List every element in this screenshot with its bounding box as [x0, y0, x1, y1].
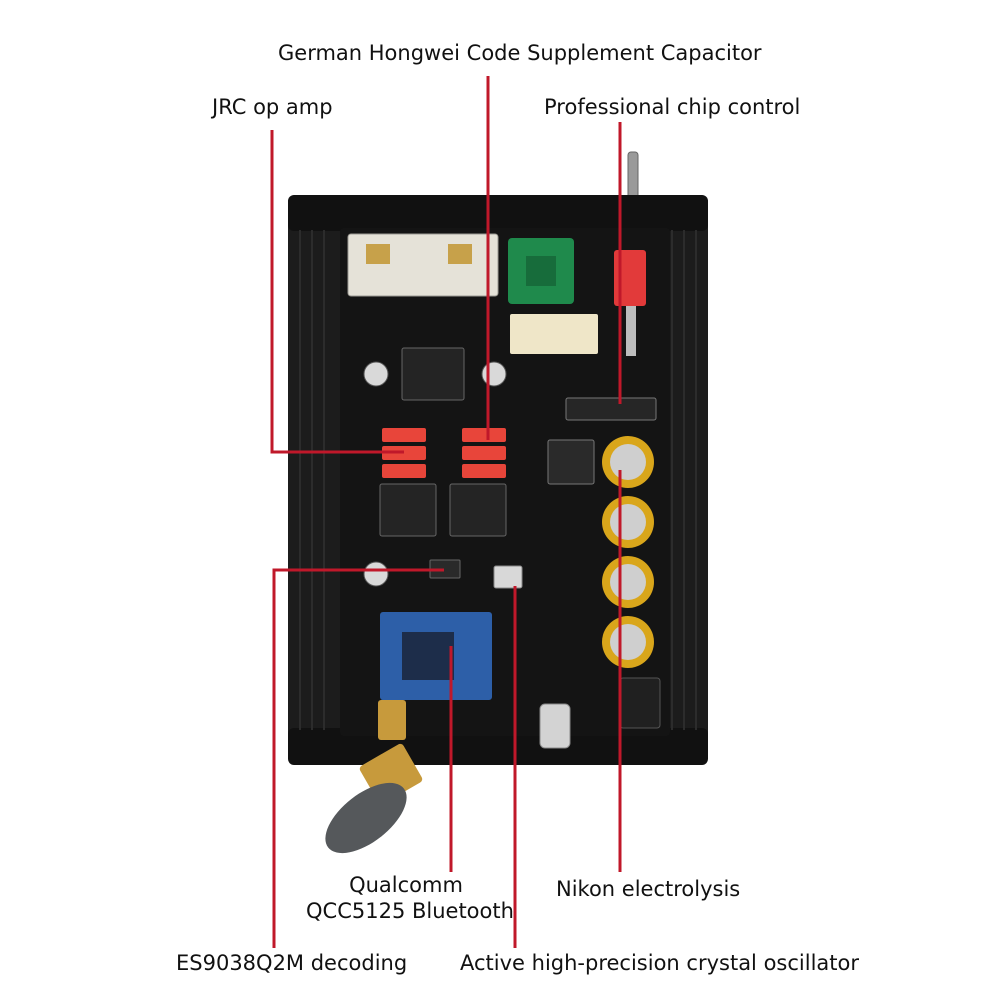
leader-line-decoding — [272, 568, 444, 948]
label-bluetooth: Qualcomm QCC5125 Bluetooth — [306, 872, 514, 924]
toggle-lever — [627, 151, 639, 201]
crystal-oscillator — [493, 565, 523, 589]
relay — [510, 314, 598, 354]
film-capacitors — [382, 428, 506, 478]
label-capacitor: German Hongwei Code Supplement Capacitor — [278, 41, 762, 65]
antenna — [325, 782, 407, 854]
switch-stem — [626, 306, 636, 356]
terminal-contact-left — [366, 244, 390, 264]
op-amp-chip-left — [379, 483, 437, 537]
bluetooth-chip — [402, 632, 454, 680]
label-bluetooth-line1: Qualcomm — [349, 873, 463, 897]
label-electrolysis: Nikon electrolysis — [556, 877, 741, 901]
green-terminal-face — [526, 256, 556, 286]
label-oscillator: Active high-precision crystal oscillator — [460, 951, 859, 975]
label-chip-control: Professional chip control — [544, 95, 801, 119]
op-amp-chip-right — [449, 483, 507, 537]
op-amp-chip-top — [401, 347, 465, 401]
label-bluetooth-line2: QCC5125 Bluetooth — [306, 899, 514, 923]
dc-jack — [619, 677, 661, 729]
control-ic — [565, 397, 657, 421]
small-capacitor-mid — [481, 361, 507, 387]
usb-c-port — [539, 703, 571, 749]
small-capacitor-bottom — [363, 561, 389, 587]
antenna-connector — [378, 700, 406, 740]
label-decoding: ES9038Q2M decoding — [176, 951, 408, 975]
red-switch — [614, 250, 646, 306]
terminal-contact-right — [448, 244, 472, 264]
label-op-amp: JRC op amp — [212, 95, 333, 119]
leader-line-op-amp — [270, 130, 404, 454]
case-side-ribs — [299, 230, 697, 730]
small-capacitor-left — [363, 361, 389, 387]
dac-chip — [547, 439, 595, 485]
output-terminal-block — [347, 233, 499, 297]
case-top-end-cap — [288, 195, 708, 231]
leader-lines — [270, 76, 622, 948]
